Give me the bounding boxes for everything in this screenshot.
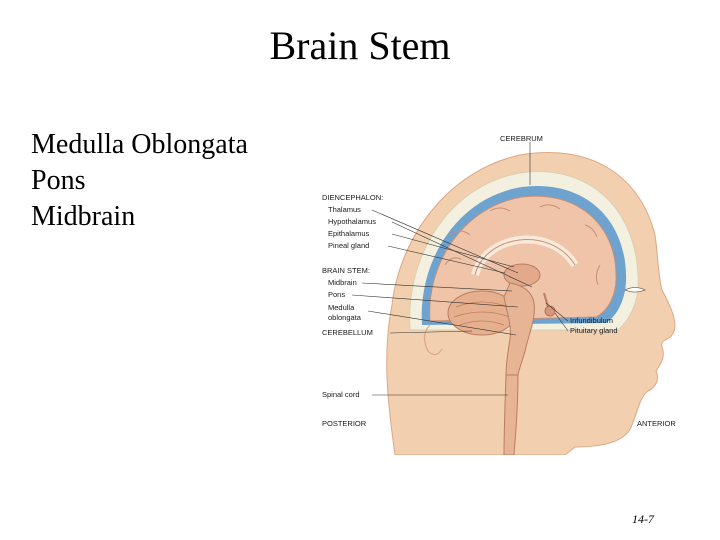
brain-diagram-svg: CEREBRUM DIENCEPHALON: Thalamus Hypothal…: [322, 134, 676, 455]
bullet-pons: Pons: [31, 165, 86, 196]
slide-number: 14-7: [632, 512, 654, 526]
infundibulum-stalk: [543, 292, 549, 308]
brain-sagittal-illustration: CEREBRUM DIENCEPHALON: Thalamus Hypothal…: [300, 125, 715, 455]
cerebrum: [429, 195, 617, 322]
bullet-midbrain: Midbrain: [31, 201, 136, 232]
cerebellum-folia: [453, 301, 511, 326]
bullet-list: Medulla Oblongata Pons Midbrain: [31, 127, 248, 235]
label-pons: Pons: [328, 290, 345, 299]
label-pineal-gland: Pineal gland: [328, 241, 369, 250]
label-midbrain: Midbrain: [328, 278, 357, 287]
label-brain-stem: BRAIN STEM:: [322, 266, 370, 275]
label-spinal-cord: Spinal cord: [322, 390, 360, 399]
gyri-folds: [444, 204, 601, 301]
bullet-medulla-oblongata: Medulla Oblongata: [31, 129, 248, 160]
label-posterior: POSTERIOR: [322, 419, 367, 428]
leader-lines: [351, 142, 569, 396]
label-medulla-line1: Medulla: [328, 303, 355, 312]
label-medulla-line2: oblongata: [328, 313, 362, 322]
brain-stem: [503, 282, 535, 376]
label-thalamus: Thalamus: [328, 205, 361, 214]
pituitary-gland: [544, 305, 556, 317]
label-cerebellum: CEREBELLUM: [322, 328, 373, 337]
slide-title: Brain Stem: [269, 23, 451, 68]
label-diencephalon: DIENCEPHALON:: [322, 193, 383, 202]
label-anterior: ANTERIOR: [637, 419, 676, 428]
label-cerebrum: CEREBRUM: [500, 134, 543, 143]
eye: [624, 287, 646, 293]
corpus-callosum-outline: [474, 239, 576, 276]
label-epithalamus: Epithalamus: [328, 229, 370, 238]
thalamus: [503, 263, 541, 287]
ear: [423, 324, 443, 356]
label-pituitary-gland: Pituitary gland: [570, 326, 618, 335]
label-infundibulum: Infundibulum: [570, 316, 613, 325]
label-hypothalamus: Hypothalamus: [328, 217, 376, 226]
